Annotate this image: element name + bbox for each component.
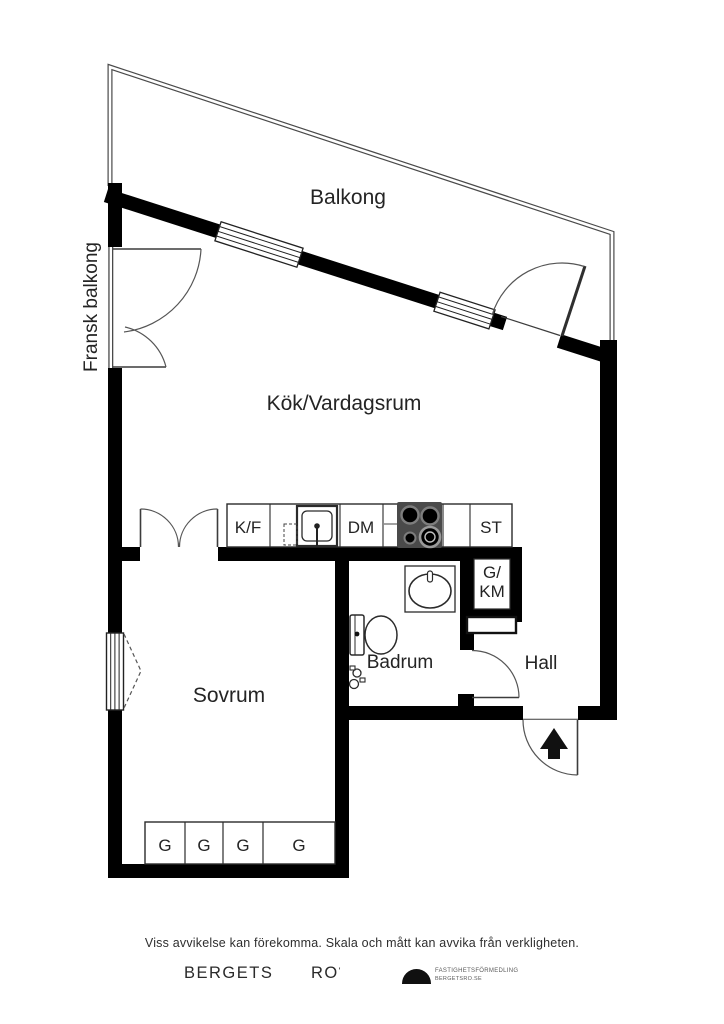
counter-dashed-detail (283, 523, 298, 546)
stove-icon (384, 502, 442, 549)
stove-burner-tl (400, 505, 420, 525)
doors (113, 248, 587, 776)
french-door-arc-top (123, 248, 202, 333)
label-fridge-freezer: K/F (235, 518, 261, 537)
label-bedroom: Sovrum (193, 684, 265, 707)
shower-mixer-icon (348, 665, 366, 690)
balcony-railing (107, 63, 615, 348)
wall-sloped-a (103, 188, 224, 239)
wall-bedroom-bottom (108, 864, 349, 878)
wall-left-middle (108, 368, 122, 633)
wall-left-lower (108, 710, 122, 878)
wall-bathroom-right (460, 547, 474, 650)
gkm-closet-box (473, 558, 511, 610)
mixer-outlet (349, 665, 356, 671)
label-french-balcony: Fransk balkong (81, 242, 102, 372)
agency-url: BERGETSRO.SE (435, 975, 482, 982)
brand-ro-text: RO (311, 964, 339, 982)
walls (103, 183, 617, 878)
counter-outline (226, 503, 513, 548)
stove-burner-br-inner (424, 531, 436, 543)
kitchen-counter (226, 502, 513, 549)
label-cleaning-closet: ST (480, 518, 502, 537)
label-gkm-line2: KM (479, 582, 505, 601)
entrance-door-arc (522, 719, 578, 776)
entrance-arrow-icon (540, 728, 568, 759)
label-wardrobe-1: G (158, 836, 171, 855)
gkm-closet (465, 558, 518, 635)
wall-gkm-bottom-bar (466, 608, 516, 617)
mixer-knob-bottom (348, 678, 360, 690)
label-wardrobe-3: G (236, 836, 249, 855)
label-kitchen-living: Kök/Vardagsrum (267, 392, 422, 415)
washbasin-icon (404, 565, 456, 613)
stove-burner-tr (420, 506, 440, 526)
label-balcony: Balkong (310, 186, 386, 209)
brand-trademark: ' (338, 966, 341, 976)
bedroom-door-arc-right (178, 508, 218, 548)
label-hall: Hall (525, 653, 558, 674)
wardrobe-row (144, 821, 336, 865)
label-dishwasher: DM (348, 518, 374, 537)
bathroom-fixtures (348, 565, 456, 690)
sloped-windows (214, 220, 496, 330)
label-wardrobe-4: G (292, 836, 305, 855)
bathroom-door-arc (471, 649, 520, 698)
agency-dome-logo-icon (402, 969, 431, 984)
disclaimer-text: Viss avvikelse kan förekomma. Skala och … (144, 936, 580, 950)
brand-ro: RO' (311, 964, 340, 983)
wall-bathroom-door-stub (458, 694, 474, 706)
brand-bergets: BERGETS (184, 964, 274, 982)
agency-name: FASTIGHETSFÖRMEDLING (435, 968, 519, 974)
toilet-icon (349, 614, 398, 656)
balcony-door-threshold (500, 315, 561, 337)
toilet-button (354, 631, 360, 637)
wall-kitchen-bedroom (218, 547, 512, 561)
label-gkm-line1: G/ (483, 563, 501, 582)
french-door-arc-bottom (124, 326, 167, 368)
mixer-handle (359, 677, 366, 683)
toilet-bowl (364, 615, 398, 655)
bedroom-door-arc-left (140, 508, 180, 548)
bedroom-window (105, 632, 142, 711)
wardrobe-dividers (184, 822, 264, 864)
stove-burner-bl (403, 531, 417, 545)
label-bathroom: Badrum (367, 652, 434, 673)
bedroom-window-opening-dashes (123, 633, 142, 709)
wall-kitchen-stub (120, 547, 140, 561)
bedroom-window-hatch (110, 633, 120, 710)
balcony-door-leaf (560, 265, 587, 337)
kitchen-sink-icon (283, 504, 339, 548)
wall-sloped-b (294, 250, 443, 310)
balcony-railing-gap (108, 65, 614, 348)
mixer-knob-top (352, 668, 362, 678)
window-balcony-1-hatch (216, 226, 302, 263)
label-wardrobe-2: G (197, 836, 210, 855)
wardrobes (144, 821, 336, 865)
wall-bathroom-bottom (335, 706, 523, 720)
window-balcony-2-hatch (435, 296, 494, 325)
counter-dividers (269, 504, 471, 547)
wall-right (600, 340, 617, 720)
wall-gkm-right (510, 547, 522, 622)
wall-sloped-d (556, 334, 616, 365)
agency-text: FASTIGHETSFÖRMEDLING BERGETSRO.SE (435, 968, 518, 983)
washbasin-tap (426, 570, 434, 583)
gkm-shelf-box (465, 615, 518, 635)
balcony-door-arc (491, 262, 585, 315)
